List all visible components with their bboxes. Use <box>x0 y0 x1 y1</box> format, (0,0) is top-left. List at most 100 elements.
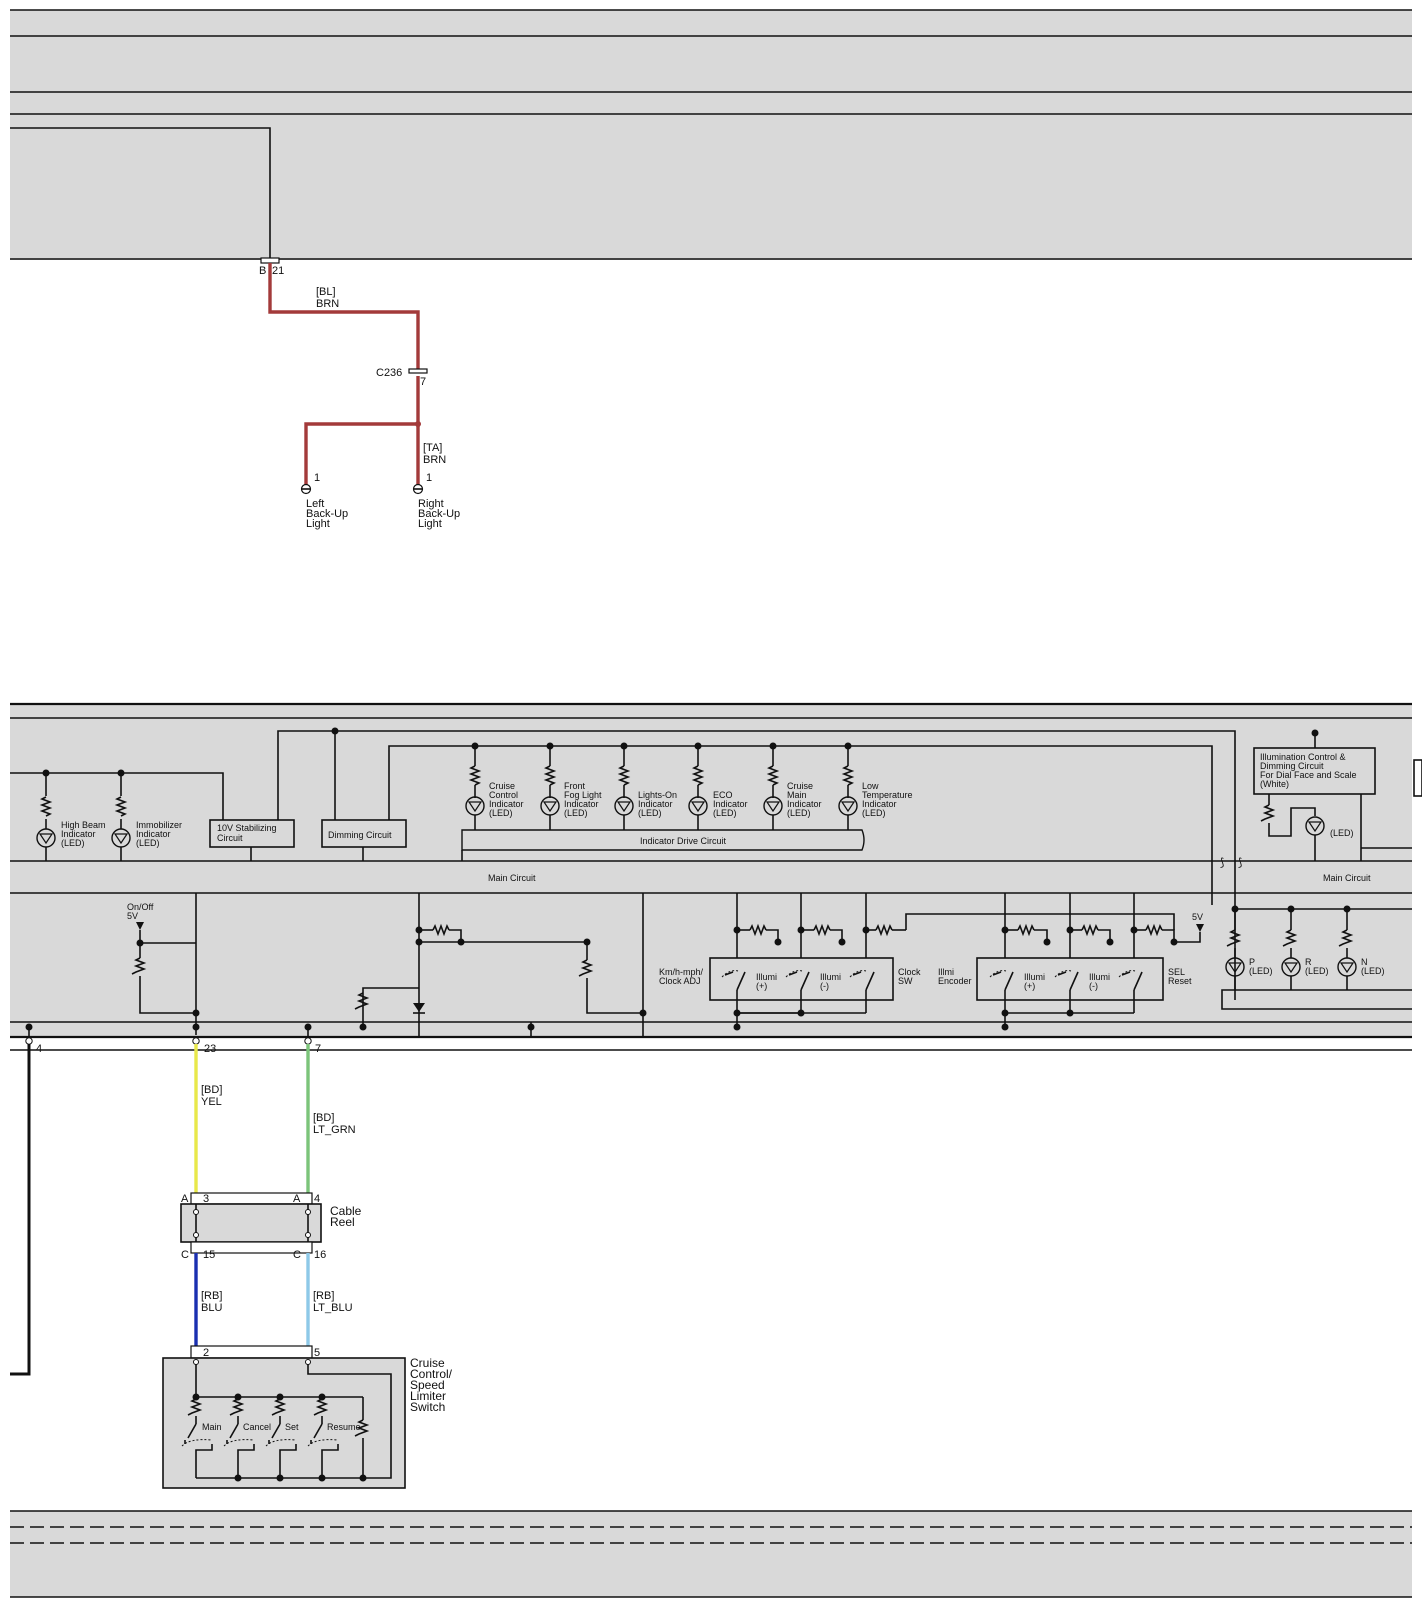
five-v-label: 5V <box>1192 912 1203 922</box>
top-panel <box>10 10 1412 260</box>
onoff-label-1: On/Off <box>127 902 154 912</box>
switch-pin2: 2 <box>203 1347 209 1359</box>
cable-a2-pin: 4 <box>314 1193 320 1205</box>
lights-on-label-3: (LED) <box>638 808 662 818</box>
cable-reel-box <box>180 1203 322 1243</box>
illumination-label-2: Dimming Circuit <box>1260 761 1324 771</box>
left-backup-label-3: Light <box>306 518 330 530</box>
wire-blu-color: BLU <box>201 1302 222 1314</box>
pin23-node <box>192 1023 200 1031</box>
right-backup-label-2: Back-Up <box>418 508 460 520</box>
encoder-illumi-minus-2: (-) <box>1089 981 1098 991</box>
cable-reel-contact <box>305 1209 311 1215</box>
r-led-label-1: R <box>1305 957 1312 967</box>
r-led-label-2: (LED) <box>1305 966 1329 976</box>
illumination-led-label: (LED) <box>1330 828 1354 838</box>
left-backup-label-2: Back-Up <box>306 508 348 520</box>
high-beam-label-2: Indicator <box>61 829 96 839</box>
connector-b-label: B <box>259 265 266 277</box>
ground-trace <box>10 127 271 260</box>
splice-dot <box>415 421 421 427</box>
connector-b-terminal <box>260 257 280 264</box>
bottom-panel <box>10 1511 1412 1597</box>
break-mark: ⟆ <box>1220 857 1224 869</box>
encoder-illumi-plus-2: (+) <box>1024 981 1035 991</box>
low-temp-label-3: Indicator <box>862 799 897 809</box>
stabilizing-circuit-box <box>209 819 295 848</box>
cruise-main-label-4: (LED) <box>787 808 811 818</box>
wire-brn-left <box>304 422 418 485</box>
rail-indicators <box>388 745 1213 905</box>
cable-c1-pin: 15 <box>203 1249 215 1261</box>
dimming-circuit-box <box>321 819 407 848</box>
wire1-code: [BL] <box>316 286 336 298</box>
splice-pin: 7 <box>420 376 426 388</box>
switch-connector <box>190 1345 313 1359</box>
connector-b-pin: 21 <box>272 265 284 277</box>
n-led-label-2: (LED) <box>1361 966 1385 976</box>
cable-a1-pin: 3 <box>203 1193 209 1205</box>
cable-a1: A <box>181 1193 189 1205</box>
sw-resume-label: Resume <box>327 1422 361 1432</box>
indicator-led-column <box>465 742 858 830</box>
cruise-main-label-1: Cruise <box>787 781 813 791</box>
cruise-control-label-3: Indicator <box>489 799 524 809</box>
cruise-control-label-4: (LED) <box>489 808 513 818</box>
cable-c1: C <box>181 1249 189 1261</box>
cable-reel-contact <box>193 1232 199 1238</box>
illumination-label-3: For Dial Face and Scale <box>1260 770 1357 780</box>
illumination-led <box>1260 794 1412 861</box>
eco-label-1: ECO <box>713 790 733 800</box>
sel-reset-label-1: SEL <box>1168 967 1185 977</box>
immobilizer-label-3: (LED) <box>136 838 160 848</box>
cruise-control-label-1: Cruise <box>489 781 515 791</box>
sw-cancel-label: Cancel <box>243 1422 271 1432</box>
wire2-color: BRN <box>423 454 446 466</box>
switch-label-2: Control/ <box>410 1367 453 1381</box>
right-pin: 1 <box>426 472 432 484</box>
kmh-label-1: Km/h-mph/ <box>659 967 704 977</box>
lights-on-label-1: Lights-On <box>638 790 677 800</box>
cruise-switch-box <box>162 1357 406 1489</box>
wire-ltblu-color: LT_BLU <box>313 1302 353 1314</box>
illumination-box <box>1253 747 1376 795</box>
splice-label: C236 <box>376 367 402 379</box>
switch-label-4: Limiter <box>410 1389 446 1403</box>
immobilizer-label-2: Indicator <box>136 829 171 839</box>
illumination-label-4: (White) <box>1260 779 1289 789</box>
cruise-switch-internals <box>181 1359 392 1482</box>
wire-yel-code: [BD] <box>201 1084 222 1096</box>
cruise-control-label-2: Control <box>489 790 518 800</box>
cable-a2: A <box>293 1193 301 1205</box>
immobilizer-label-1: Immobilizer <box>136 820 182 830</box>
pin7-terminal <box>304 1037 312 1045</box>
clock-sw-label-2: SW <box>898 976 913 986</box>
right-backup-label-3: Light <box>418 518 442 530</box>
high-beam-led <box>36 769 56 861</box>
wire-grn-code: [BD] <box>313 1112 334 1124</box>
sw-main-label: Main <box>202 1422 222 1432</box>
n-led-label-1: N <box>1361 957 1368 967</box>
wire-grn-color: LT_GRN <box>313 1124 356 1136</box>
indicator-drive-label: Indicator Drive Circuit <box>640 836 727 846</box>
p-led-label-2: (LED) <box>1249 966 1273 976</box>
cruise-main-label-2: Main <box>787 790 807 800</box>
cable-reel-label-2: Reel <box>330 1215 355 1229</box>
front-fog-label-3: Indicator <box>564 799 599 809</box>
central-circuit <box>354 893 647 1037</box>
cable-reel-contact <box>305 1232 311 1238</box>
kmh-label-2: Clock ADJ <box>659 976 701 986</box>
onoff-label-2: 5V <box>127 911 138 921</box>
switch-label-5: Switch <box>410 1400 445 1414</box>
cruise-main-label-3: Indicator <box>787 799 822 809</box>
cable-c2-pin: 16 <box>314 1249 326 1261</box>
low-temp-label-2: Temperature <box>862 790 913 800</box>
sel-reset-label-2: Reset <box>1168 976 1192 986</box>
p-led-label-1: P <box>1249 957 1255 967</box>
front-fog-label-4: (LED) <box>564 808 588 818</box>
indicator-drive-box <box>461 829 865 851</box>
clock-illumi-minus-1: Illumi <box>820 972 841 982</box>
prn-led-group <box>1221 905 1412 1010</box>
pin23-terminal <box>192 1037 200 1045</box>
